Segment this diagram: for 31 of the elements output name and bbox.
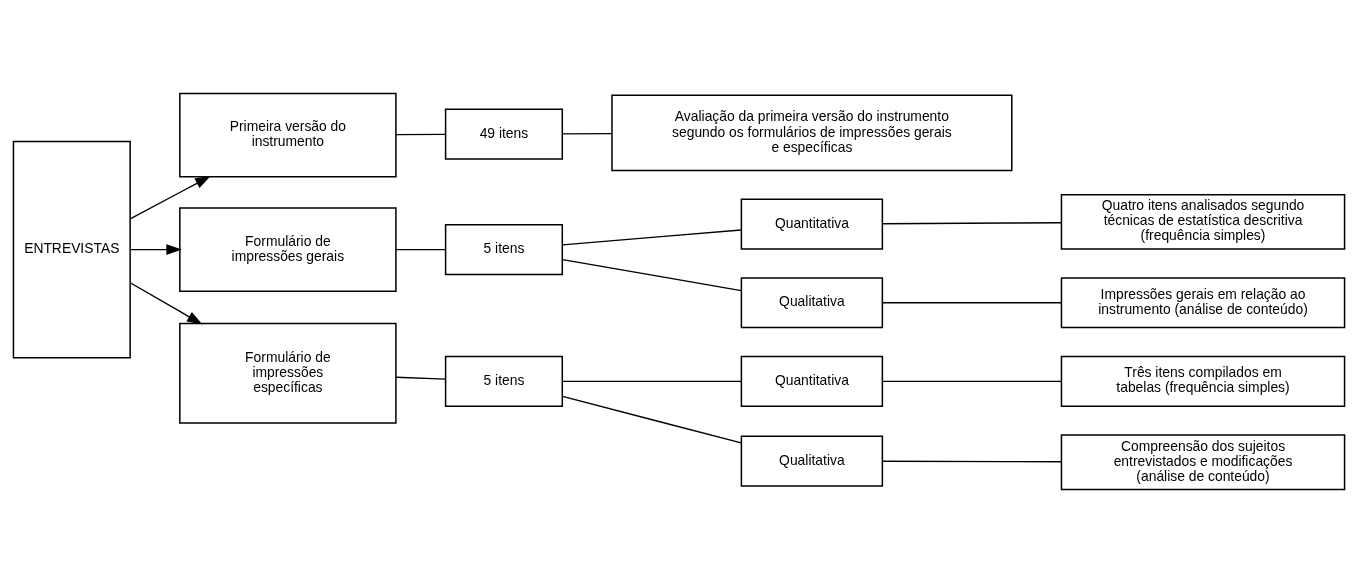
connector: [881, 221, 1062, 224]
node-box: 5 itens: [444, 355, 564, 407]
arrow: [129, 243, 182, 255]
node-box: Formulário de impressões gerais: [179, 206, 397, 292]
node-box: ENTREVISTAS: [12, 140, 131, 358]
node-box: 49 itens: [444, 107, 564, 160]
connector: [395, 248, 447, 250]
node-box: Três itens compilados em tabelas (frequência simples): [1060, 355, 1346, 407]
connector: [881, 301, 1062, 303]
node-box: Qualitativa: [740, 276, 884, 328]
node-box: Compreensão dos sujeitos entrevistados e modificações (análise de conteúdo): [1060, 433, 1346, 490]
node-box: Qualitativa: [740, 435, 884, 487]
connector: [395, 376, 447, 380]
node-box: 5 itens: [444, 223, 564, 275]
connector: [561, 228, 742, 246]
node-box: Quatro itens analisados segundo técnicas de estatística descritiva (frequência simples): [1060, 193, 1346, 250]
connector: [561, 258, 742, 291]
arrow: [129, 175, 211, 220]
connector: [881, 460, 1062, 462]
connector: [561, 395, 742, 444]
node-box: Formulário de impressões específicas: [179, 322, 397, 424]
node-box: Primeira versão do instrumento: [179, 92, 397, 178]
connector: [561, 380, 742, 382]
node-box: Quantitativa: [740, 198, 884, 250]
connector: [881, 380, 1062, 382]
connector: [561, 132, 613, 135]
node-box: Quantitativa: [740, 355, 884, 407]
arrow: [129, 281, 203, 325]
connector: [395, 133, 447, 135]
node-box: Avaliação da primeira versão do instrumento segundo os formulários de impressões gerais e específicas: [611, 94, 1013, 171]
node-box: Impressões gerais em relação ao instrumento (análise de conteúdo): [1060, 276, 1346, 328]
